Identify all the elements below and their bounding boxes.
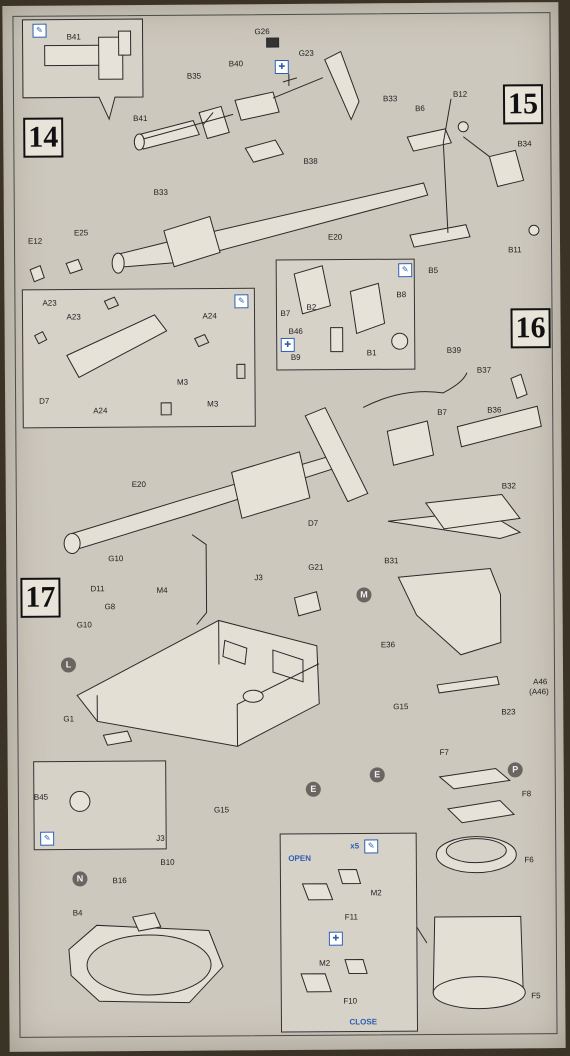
part-label: G23 [298, 48, 314, 58]
part-label: B45 [33, 792, 49, 802]
part-label: G26 [254, 27, 270, 37]
glue-icon: ✚ [328, 931, 343, 946]
part-label: D11 [90, 584, 105, 594]
part-label: E20 [327, 232, 343, 242]
step-number-14: 14 [23, 117, 64, 158]
part-label: B35 [186, 71, 202, 81]
part-label: A24 [202, 311, 217, 321]
paint-brush-icon: ✎ [364, 839, 379, 854]
part-label: J3 [254, 573, 263, 583]
part-label: M3 [207, 399, 219, 409]
part-label: G10 [76, 620, 92, 630]
part-label: B41 [66, 32, 81, 42]
part-label: B16 [112, 876, 127, 886]
part-label: B4 [72, 908, 83, 918]
part-label: B23 [501, 707, 516, 717]
step-number-17: 17 [20, 577, 61, 618]
glue-icon: ✚ [280, 337, 295, 353]
part-label: (A46) [529, 687, 549, 697]
part-label: D7 [39, 396, 50, 406]
step-number-16: 16 [510, 308, 551, 349]
part-label: B1 [366, 348, 377, 358]
marker-L: L [60, 657, 77, 673]
count-x5: x5 [350, 841, 360, 851]
marker-M: M [356, 587, 372, 603]
part-label: M3 [176, 377, 189, 387]
part-label: B10 [160, 857, 175, 867]
part-label: B33 [153, 187, 168, 197]
part-label: F7 [439, 747, 449, 757]
part-label: B7 [437, 407, 448, 417]
paint-brush-icon: ✎ [32, 23, 47, 38]
part-label: E12 [27, 236, 43, 246]
paint-brush-icon: ✎ [40, 831, 55, 846]
paint-brush-icon: ✎ [234, 294, 249, 309]
part-label: B8 [396, 290, 407, 300]
part-label: G21 [308, 562, 324, 572]
part-label: E25 [73, 228, 89, 238]
part-label: E20 [131, 479, 146, 490]
open-label: OPEN [288, 853, 312, 863]
part-label: F5 [531, 991, 541, 1001]
close-label: CLOSE [349, 1017, 378, 1027]
part-label: B34 [517, 139, 532, 149]
part-label: B12 [452, 89, 468, 99]
part-label: G15 [393, 702, 409, 712]
part-label: B32 [501, 481, 516, 491]
part-label: M2 [370, 888, 382, 898]
glue-icon: ✚ [274, 59, 289, 75]
part-label: B11 [508, 245, 522, 255]
part-label: A46 [533, 677, 548, 687]
marker-E: E [305, 781, 321, 797]
part-label: M4 [156, 585, 168, 595]
part-label: B38 [303, 156, 318, 166]
part-label: B33 [382, 94, 398, 104]
marker-P: P [507, 762, 523, 778]
part-label: A23 [66, 312, 81, 322]
part-label: F6 [524, 855, 534, 865]
part-label: E36 [380, 640, 396, 650]
part-label: B39 [446, 345, 462, 355]
part-label: B31 [384, 556, 399, 566]
part-label: B37 [476, 365, 492, 375]
part-label: G1 [63, 714, 75, 724]
part-label: D7 [307, 518, 319, 528]
part-label: B40 [228, 59, 244, 69]
part-label: B7 [280, 308, 291, 319]
part-label: A24 [93, 406, 108, 416]
marker-N: N [72, 871, 88, 887]
part-label: J3 [156, 833, 165, 843]
part-label: A23 [42, 298, 57, 308]
part-label: B2 [306, 302, 317, 312]
part-label: G8 [104, 602, 116, 612]
part-label: M2 [319, 958, 331, 968]
part-label: F10 [343, 996, 358, 1006]
part-label: B46 [288, 326, 303, 336]
part-label: B36 [487, 405, 502, 415]
paint-brush-icon: ✎ [398, 263, 413, 278]
part-label: G10 [108, 554, 124, 564]
marker-E: E [369, 767, 385, 783]
step-number-15: 15 [502, 84, 544, 125]
part-label: F8 [521, 789, 532, 799]
part-label: B41 [133, 113, 148, 124]
part-label: B6 [415, 104, 425, 114]
part-label: G15 [213, 805, 230, 815]
part-label: B9 [290, 352, 301, 362]
part-label: F11 [344, 912, 358, 922]
part-label: B5 [428, 265, 439, 275]
